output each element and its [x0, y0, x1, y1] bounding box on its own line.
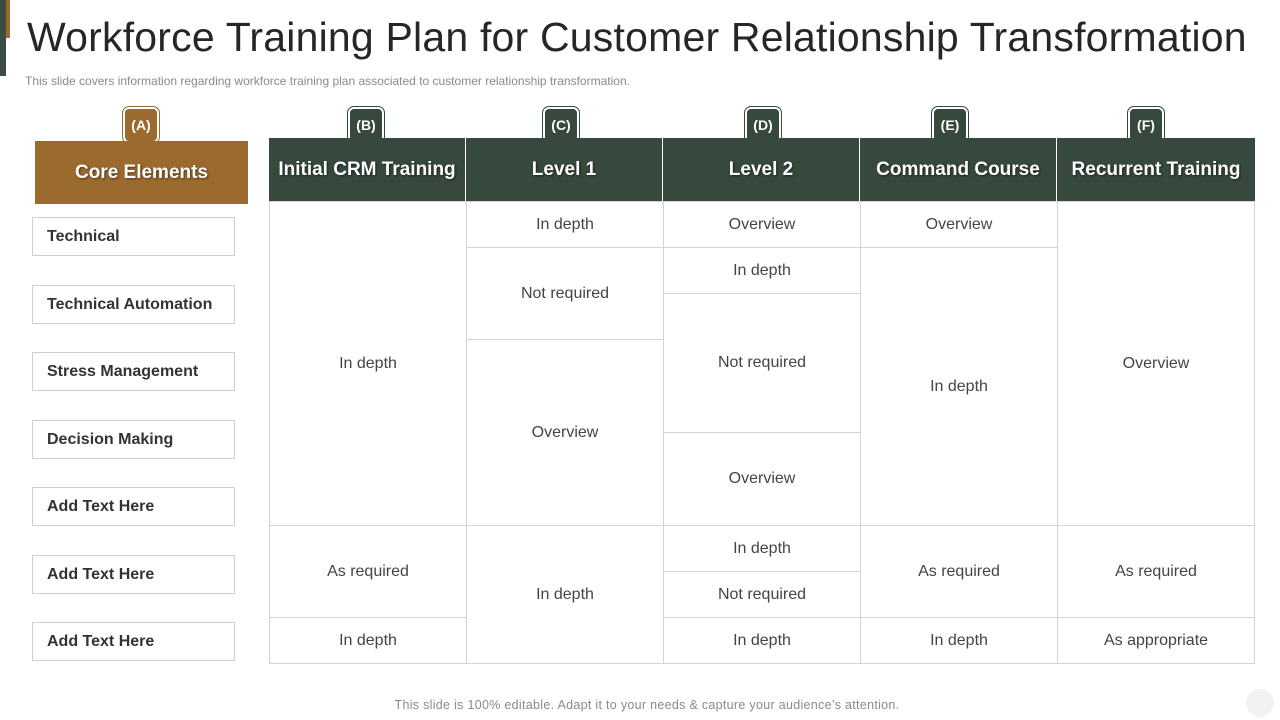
- table-cell: In depth: [466, 525, 664, 664]
- row-label-add-text-3: Add Text Here: [32, 622, 235, 661]
- table-cell: In depth: [663, 247, 861, 294]
- row-label-technical-automation: Technical Automation: [32, 285, 235, 324]
- table-cell: In depth: [860, 617, 1058, 664]
- table-cell: In depth: [663, 525, 861, 572]
- footer-note: This slide is 100% editable. Adapt it to…: [394, 698, 900, 712]
- table-cell: As appropriate: [1057, 617, 1255, 664]
- table-cell: In depth: [663, 617, 861, 664]
- badge-d: (D): [745, 107, 781, 143]
- column-header-recurrent-training: Recurrent Training: [1057, 138, 1255, 201]
- table-cell: Not required: [663, 293, 861, 433]
- core-elements-header: Core Elements: [35, 141, 248, 204]
- badge-a: (A): [123, 107, 159, 143]
- table-cell: As required: [1057, 525, 1255, 618]
- table-cell: Overview: [663, 201, 861, 248]
- column-header-level-1: Level 1: [466, 138, 663, 201]
- row-label-technical: Technical: [32, 217, 235, 256]
- row-label-add-text-1: Add Text Here: [32, 487, 235, 526]
- page-title: Workforce Training Plan for Customer Rel…: [27, 14, 1247, 60]
- row-label-decision-making: Decision Making: [32, 420, 235, 459]
- column-header-level-2: Level 2: [663, 138, 860, 201]
- badge-b: (B): [348, 107, 384, 143]
- table-cell: As required: [860, 525, 1058, 618]
- table-cell: Not required: [663, 571, 861, 618]
- corner-circle: [1246, 689, 1274, 717]
- column-header-command-course: Command Course: [860, 138, 1057, 201]
- table-cell: Not required: [466, 247, 664, 340]
- row-label-stress-management: Stress Management: [32, 352, 235, 391]
- table-cell: In depth: [269, 201, 467, 526]
- table-cell: In depth: [466, 201, 664, 248]
- page-subtitle: This slide covers information regarding …: [25, 74, 630, 88]
- table-cell: Overview: [1057, 201, 1255, 526]
- table-cell: In depth: [860, 247, 1058, 526]
- badge-e: (E): [932, 107, 968, 143]
- table-cell: Overview: [860, 201, 1058, 248]
- accent-bar: [0, 0, 6, 76]
- table-cell: Overview: [466, 339, 664, 526]
- badge-f: (F): [1128, 107, 1164, 143]
- column-header-initial-crm: Initial CRM Training: [269, 138, 466, 201]
- accent-bar-thin: [6, 0, 10, 38]
- table-cell: In depth: [269, 617, 467, 664]
- table-cell: Overview: [663, 432, 861, 526]
- row-label-add-text-2: Add Text Here: [32, 555, 235, 594]
- table-cell: As required: [269, 525, 467, 618]
